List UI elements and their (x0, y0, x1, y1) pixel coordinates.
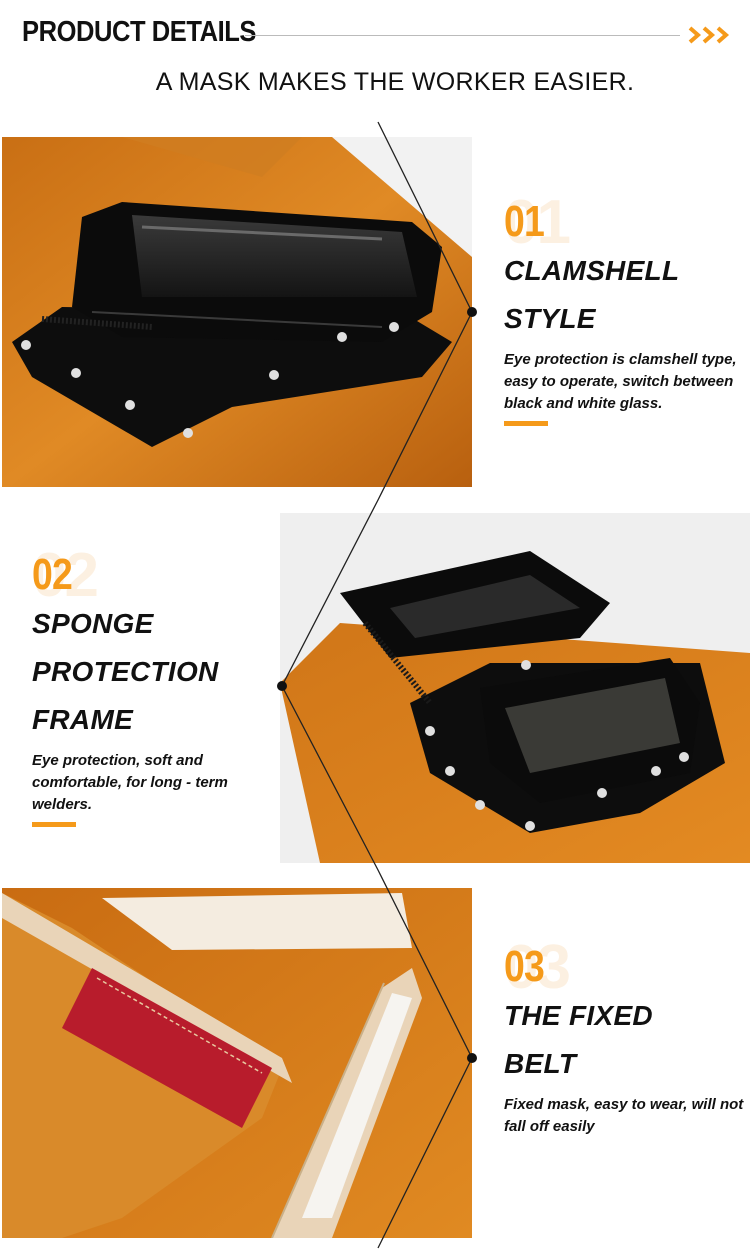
accent-bar (32, 822, 76, 827)
page-title: PRODUCT DETAILS (22, 16, 256, 48)
feature-description: Fixed mask, easy to wear, will not fall … (504, 1096, 744, 1135)
feature-number-shadow: 01 (504, 188, 571, 257)
page-subtitle: A MASK MAKES THE WORKER EASIER. (155, 68, 635, 96)
page-header: PRODUCT DETAILS A MASK MAKES THE WORKER … (0, 0, 750, 130)
fixed-belt-photo (2, 888, 472, 1238)
sponge-frame-photo (280, 513, 750, 863)
feature-title: SPONGE PROTECTION FRAME (32, 608, 219, 735)
feature-sponge-frame: 02 02 SPONGE PROTECTION FRAME Eye protec… (32, 541, 272, 827)
feature-number: 01 (504, 197, 545, 246)
feature-fixed-belt: 03 03 THE FIXED BELT Fixed mask, easy to… (504, 933, 744, 1138)
feature-title: THE FIXED BELT (504, 1000, 653, 1079)
clamshell-photo (2, 137, 472, 487)
accent-bar (504, 421, 548, 426)
feature-number-shadow: 03 (504, 933, 571, 1002)
feature-description: Eye protection, soft and comfortable, fo… (32, 752, 228, 813)
feature-clamshell: 01 01 CLAMSHELL STYLE Eye protection is … (504, 188, 744, 426)
feature-number: 02 (32, 550, 73, 599)
header-divider (245, 35, 680, 36)
chevron-right-triple-icon (688, 26, 730, 44)
feature-description: Eye protection is clamshell type, easy t… (504, 351, 737, 412)
feature-title: CLAMSHELL STYLE (504, 255, 680, 334)
feature-number: 03 (504, 942, 545, 991)
feature-number-shadow: 02 (32, 541, 99, 610)
